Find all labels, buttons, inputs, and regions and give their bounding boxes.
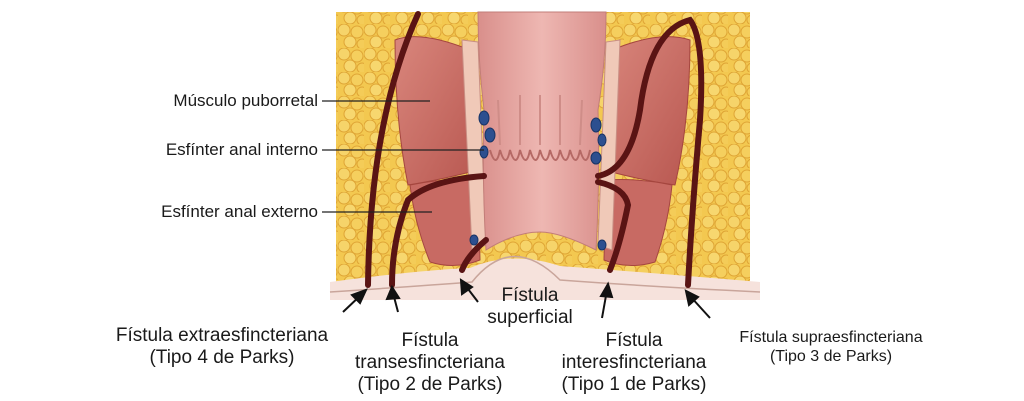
- label-fistula-trans: Fístula transesfincteriana (Tipo 2 de Pa…: [330, 330, 530, 396]
- label-fistula-extra: Fístula extraesfincteriana (Tipo 4 de Pa…: [82, 325, 362, 369]
- label-fistula-inter-line1: Fístula: [605, 330, 663, 351]
- vessels: [469, 110, 607, 251]
- label-fistula-superficial-line2: superficial: [487, 307, 573, 328]
- label-fistula-trans-line3: (Tipo 2 de Parks): [357, 374, 503, 395]
- tract-trans: [389, 173, 487, 288]
- label-fistula-superficial: Fístula superficial: [465, 285, 595, 329]
- label-fistula-supra-line1: Fístula supraesfincteriana: [739, 329, 923, 346]
- label-internal-sphincter: Esfínter anal interno: [165, 140, 318, 159]
- label-fistula-inter-line2: interesfincteriana: [561, 352, 707, 373]
- puborectal-muscle-left: [394, 36, 479, 186]
- label-fistula-supra-line2: (Tipo 3 de Parks): [769, 348, 893, 365]
- label-external-sphincter: Esfínter anal externo: [161, 202, 318, 221]
- label-fistula-inter-line3: (Tipo 1 de Parks): [561, 374, 707, 395]
- label-fistula-trans-line1: Fístula: [401, 330, 459, 351]
- anal-columns: [489, 149, 591, 161]
- label-puborrectal: Músculo puborretal: [173, 91, 318, 110]
- tract-extra: [365, 11, 421, 288]
- label-fistula-superficial-line1: Fístula: [501, 285, 559, 306]
- label-fistula-extra-line2: (Tipo 4 de Parks): [149, 347, 295, 368]
- skin: [330, 258, 760, 300]
- label-fistula-supra: Fístula supraesfincteriana (Tipo 3 de Pa…: [706, 328, 956, 366]
- tract-inter: [595, 179, 632, 273]
- tract-supra: [595, 16, 705, 288]
- label-fistula-inter: Fístula interesfincteriana (Tipo 1 de Pa…: [534, 330, 734, 396]
- tract-superficial: [459, 237, 489, 273]
- anal-canal: [477, 11, 607, 251]
- puborectal-muscle-right: [603, 36, 691, 186]
- fistula-arrows: [342, 278, 711, 319]
- label-fistula-trans-line2: transesfincteriana: [355, 352, 505, 373]
- fistula-tracts: [365, 11, 705, 288]
- label-fistula-extra-line1: Fístula extraesfincteriana: [115, 325, 329, 346]
